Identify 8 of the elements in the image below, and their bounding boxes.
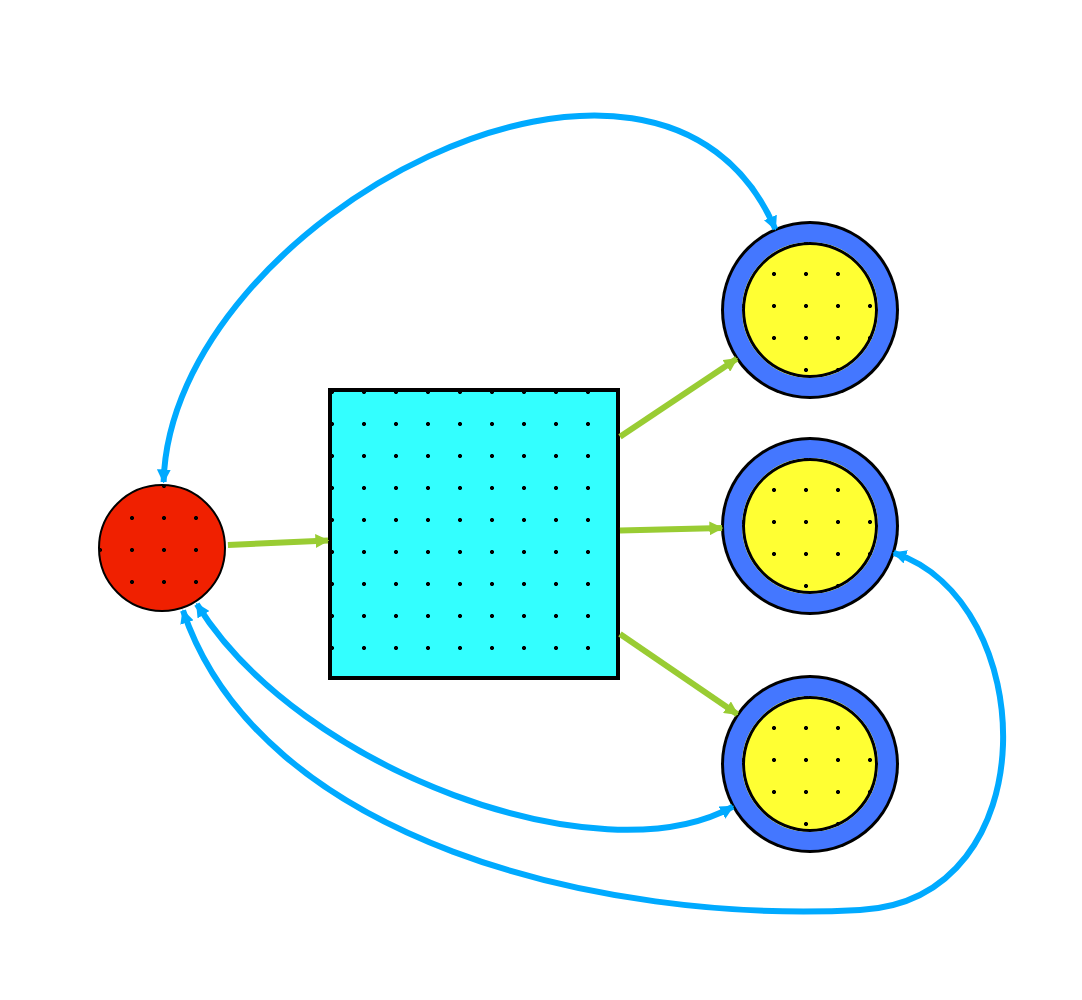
arrow — [619, 521, 724, 536]
square-node — [328, 388, 620, 680]
arrow — [158, 114, 778, 484]
arrow — [180, 550, 1006, 915]
arrow — [227, 534, 330, 549]
arrow — [618, 631, 740, 717]
arrow — [194, 602, 735, 833]
arrow — [618, 356, 739, 440]
